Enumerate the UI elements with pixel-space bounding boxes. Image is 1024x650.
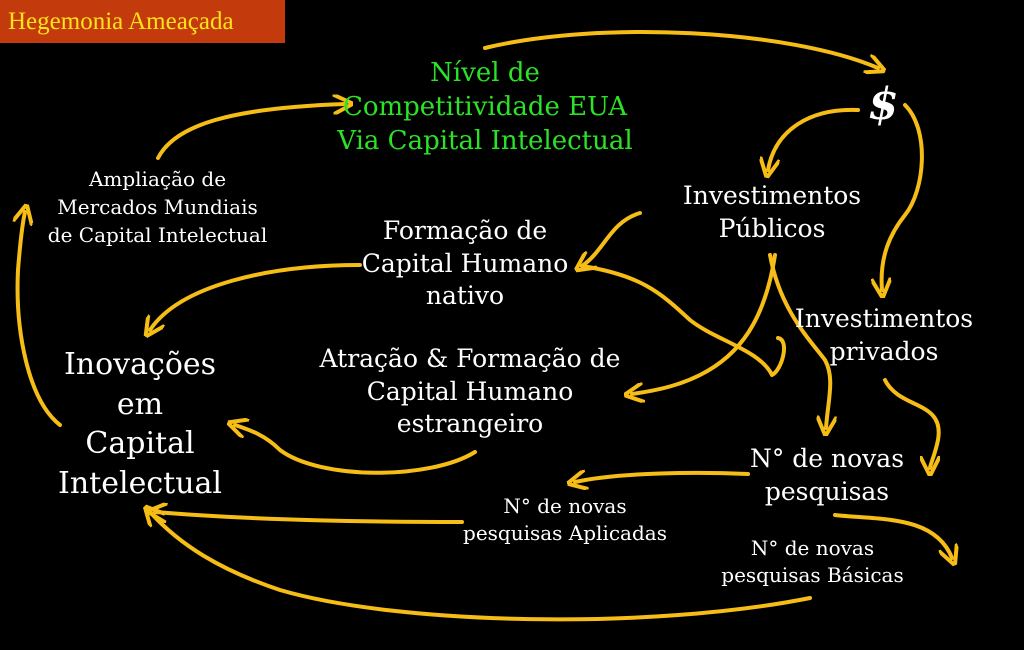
- arrow-dollar-to-privados: [882, 103, 924, 290]
- arrow-novas-pesquisas-to-aplicadas: [575, 473, 750, 482]
- node-pesquisas-aplicadas: N° de novas pesquisas Aplicadas: [463, 494, 667, 545]
- arrow-publicos-to-formacao: [582, 211, 642, 266]
- arrow-inovacoes-to-ampliacao: [18, 212, 62, 427]
- arrow-basicas-to-inovacoes: [150, 512, 812, 622]
- dollar-icon: $: [868, 79, 899, 130]
- node-pesquisas-basicas: N° de novas pesquisas Básicas: [721, 536, 904, 587]
- arrow-novas-pesquisas-to-basicas: [833, 513, 952, 558]
- node-competitividade: Nível de Competitividade EUA Via Capital…: [337, 58, 633, 156]
- arrow-aplicadas-to-inovacoes: [155, 512, 464, 524]
- node-formacao-nativo: Formação de Capital Humano nativo: [361, 216, 569, 310]
- arrow-loop-to-formacao: [580, 264, 787, 377]
- arrow-dollar-to-publicos: [768, 107, 860, 170]
- node-atracao: Atração & Formação de Capital Humano est…: [319, 344, 621, 438]
- node-investimentos-publicos: Investimentos Públicos: [682, 181, 862, 243]
- arrow-publicos-to-novas-pesquisas: [768, 253, 830, 428]
- arrow-formacao-to-inovacoes: [150, 263, 362, 330]
- arrow-atracao-to-inovacoes: [235, 425, 477, 475]
- node-novas-pesquisas: N° de novas pesquisas: [749, 444, 905, 506]
- page-title: Hegemonia Ameaçada: [0, 0, 285, 43]
- arrow-competitividade-to-dollar: [483, 29, 878, 68]
- node-inovacoes: Inovações em Capital Intelectual: [58, 347, 222, 501]
- node-investimentos-privados: Investimentos privados: [794, 304, 974, 366]
- arrow-ampliacao-to-competitividade: [156, 104, 345, 160]
- node-ampliacao: Ampliação de Mercados Mundiais de Capita…: [47, 167, 268, 247]
- arrow-privados-to-novas-pesquisas: [883, 378, 941, 468]
- arrow-publicos-to-atracao: [632, 253, 777, 394]
